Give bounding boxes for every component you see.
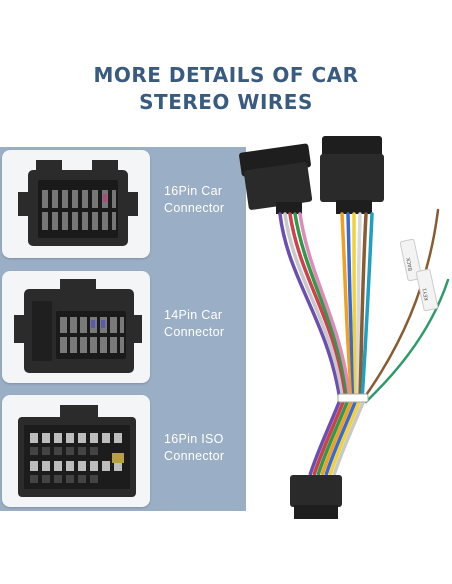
connector-card-16pin-car (2, 150, 150, 258)
wire-harness-image: BACK KEY1 (239, 136, 450, 519)
connector-card-16pin-iso (2, 395, 150, 507)
harness-tag-back-text: BACK (406, 256, 414, 271)
harness-lower-wires (308, 399, 366, 476)
page-title: MORE DETAILS OF CAR STEREO WIRES (0, 62, 452, 116)
16pin-iso-connector-image (18, 405, 136, 497)
harness-tag-key1: KEY1 (415, 268, 439, 312)
connector-label-line-1: 14Pin Car (164, 308, 223, 322)
connector-label-line-1: 16Pin ISO (164, 432, 224, 446)
connector-label-16pin-iso: 16Pin ISO Connector (164, 431, 224, 465)
connector-card-14pin-car (2, 271, 150, 383)
16pin-car-connector-image (18, 160, 138, 246)
14pin-car-connector-image (14, 279, 142, 373)
connector-label-line-1: 16Pin Car (164, 184, 223, 198)
harness-wires (278, 208, 450, 404)
connector-label-14pin-car: 14Pin Car Connector (164, 307, 224, 341)
harness-tag-key1-text: KEY1 (422, 287, 430, 301)
harness-iso-connector (290, 475, 342, 519)
title-line-2: STEREO WIRES (139, 90, 313, 114)
connector-label-line-2: Connector (164, 201, 225, 215)
harness-right-connector (320, 136, 384, 214)
harness-tag-back: BACK (399, 238, 423, 282)
connector-label-line-2: Connector (164, 449, 225, 463)
harness-left-connector (239, 143, 313, 214)
harness-cable-tie (337, 393, 369, 403)
connector-label-16pin-car: 16Pin Car Connector (164, 183, 224, 217)
connector-label-line-2: Connector (164, 325, 225, 339)
title-line-1: MORE DETAILS OF CAR (93, 63, 359, 87)
